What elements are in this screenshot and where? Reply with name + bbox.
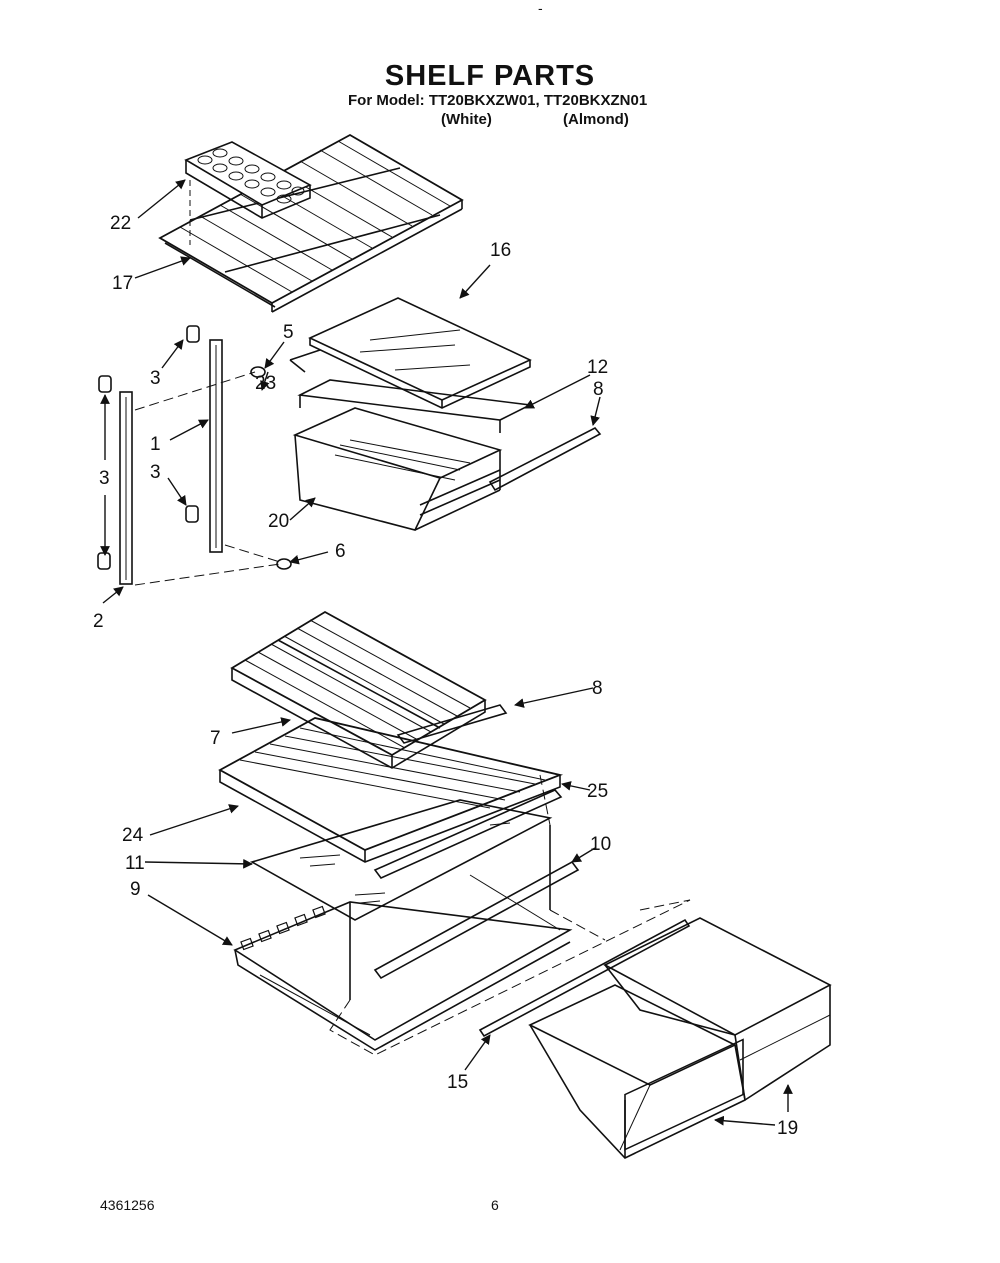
callout-24: 24 (122, 825, 144, 846)
rail-25 (373, 789, 563, 879)
callout-labels: 22 17 16 5 3 1 23 12 8 3 3 20 6 2 8 7 25… (93, 213, 798, 1139)
callout-3-upper: 3 (150, 368, 161, 389)
callout-3-lower: 3 (150, 462, 161, 483)
variant-almond: (Almond) (563, 111, 629, 128)
crisper-pan-20 (292, 407, 503, 531)
model-line: For Model: TT20BKXZW01, TT20BKXZN01 (348, 92, 648, 109)
variant-white: (White) (441, 111, 492, 128)
page-header: - SHELF PARTS For Model: TT20BKXZW01, TT… (0, 0, 1000, 140)
shelf-24 (218, 717, 564, 863)
document-number: 4361256 (100, 1197, 155, 1213)
rail-8-upper (488, 426, 602, 492)
callout-12: 12 (587, 357, 608, 378)
screw-5 (250, 366, 266, 378)
callout-6: 6 (335, 541, 346, 562)
callout-8-upper: 8 (593, 379, 604, 400)
divider-rod-15 (478, 918, 691, 1038)
ladder-rail-1 (209, 339, 223, 553)
cover-rail-10 (373, 860, 580, 980)
callout-16: 16 (490, 240, 511, 261)
callout-10: 10 (590, 834, 611, 855)
crisper-drawer-19-right (603, 917, 832, 1101)
callout-3-left: 3 (99, 468, 110, 489)
page-number: 6 (491, 1197, 499, 1213)
crisper-frame-9 (233, 825, 573, 1051)
rail-8-lower (396, 704, 508, 744)
callout-25: 25 (587, 781, 608, 802)
bracket-3 (97, 325, 200, 570)
callout-20: 20 (268, 511, 289, 532)
top-mark: - (538, 0, 543, 16)
wire-freezer-shelf-17 (158, 133, 464, 313)
callout-11: 11 (125, 853, 145, 874)
screw-6 (276, 558, 292, 570)
crisper-drawer-19-left (528, 984, 746, 1159)
callout-22: 22 (110, 213, 131, 234)
callout-23: 23 (255, 373, 276, 394)
callout-7: 7 (210, 728, 221, 749)
callout-17: 17 (112, 273, 133, 294)
callout-15: 15 (447, 1072, 468, 1093)
callout-1: 1 (150, 434, 161, 455)
ladder-rail-2 (119, 391, 133, 585)
callout-19: 19 (777, 1118, 798, 1139)
callout-2: 2 (93, 611, 104, 632)
glass-shelf-16 (308, 297, 532, 409)
callout-5: 5 (283, 322, 294, 343)
ice-cube-tray-22 (184, 141, 312, 245)
glass-panel-11 (249, 799, 553, 921)
page-title: SHELF PARTS (384, 60, 596, 92)
callout-9: 9 (130, 879, 141, 900)
callout-8-lower: 8 (592, 678, 603, 699)
wire-shelf-7 (230, 610, 487, 769)
